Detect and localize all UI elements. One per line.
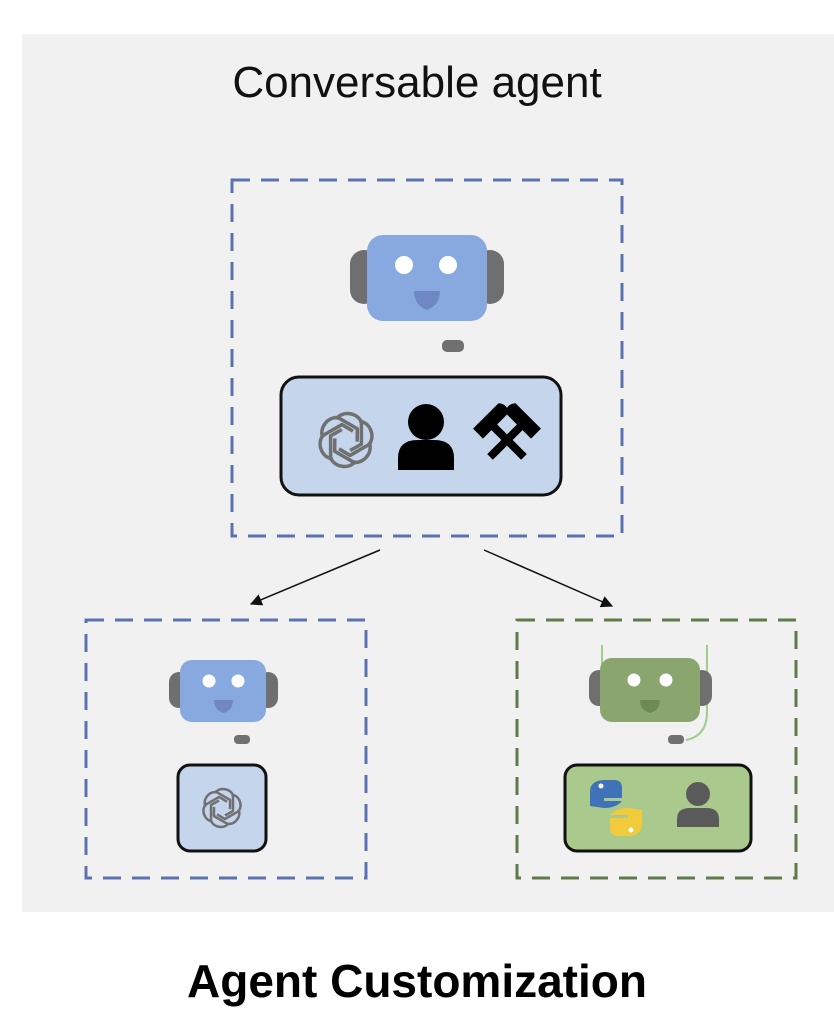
robot-icon bbox=[350, 235, 504, 352]
robot-icon bbox=[169, 660, 278, 744]
edge-to-assistant-agent bbox=[249, 549, 381, 606]
assistant-agent-node bbox=[84, 618, 368, 880]
edge-to-user-proxy-agent bbox=[483, 549, 614, 608]
capability-box bbox=[563, 763, 753, 853]
human-icon bbox=[398, 404, 454, 470]
conversable-agent-frame bbox=[230, 178, 624, 538]
user-proxy-agent-frame bbox=[515, 618, 798, 880]
robot-icon bbox=[589, 645, 712, 744]
diagram-title: Conversable agent bbox=[232, 58, 602, 107]
human-icon bbox=[677, 782, 719, 827]
diagram-caption: Agent Customization bbox=[187, 955, 647, 1007]
assistant-agent-frame bbox=[84, 618, 368, 880]
tools-icon bbox=[473, 403, 541, 460]
user-proxy-agent-node bbox=[515, 618, 798, 880]
python-icon bbox=[590, 780, 642, 836]
capability-box bbox=[176, 763, 268, 853]
conversable-agent-node bbox=[230, 178, 624, 538]
